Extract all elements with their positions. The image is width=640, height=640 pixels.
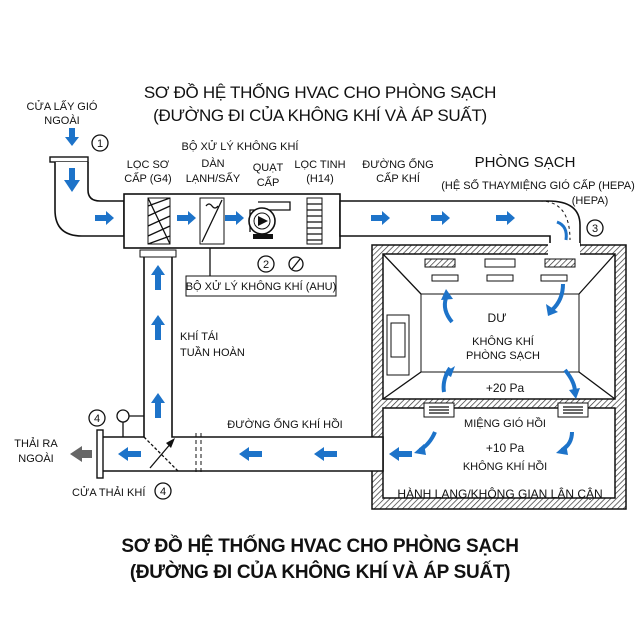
cleanroom-pressure: +20 Pa — [486, 381, 525, 395]
title-line1: SƠ ĐỒ HỆ THỐNG HVAC CHO PHÒNG SẠCH — [144, 82, 496, 102]
hepa-label-2: (H14) — [306, 173, 334, 185]
hepa-filter-icon — [306, 197, 323, 245]
marker-4b: 4 — [160, 486, 166, 498]
cleanroom-air-2: PHÒNG SẠCH — [466, 349, 540, 362]
return-grille-label: MIỆNG GIÓ HỒI — [464, 417, 546, 430]
corridor-pressure: +10 Pa — [486, 441, 525, 455]
cleanroom-subtitle-2: (HEPA) — [572, 195, 608, 207]
return-air-label: KHÔNG KHÍ HỒI — [463, 460, 547, 473]
arrow-icon — [64, 168, 80, 192]
fan-label-1: QUẠT — [253, 162, 284, 174]
title-line2: (ĐƯỜNG ĐI CỦA KHÔNG KHÍ VÀ ÁP SUẤT) — [153, 106, 487, 125]
hepa-label-1: LỌC TINH — [294, 159, 345, 171]
fan-label-2: CẤP — [257, 176, 280, 189]
marker-3: 3 — [592, 223, 598, 235]
ahu-label-box — [185, 275, 337, 297]
supply-duct-label-2: CẤP KHÍ — [376, 172, 421, 185]
bottom-title-line1: SƠ ĐỒ HỆ THỐNG HVAC CHO PHÒNG SẠCH — [121, 535, 518, 557]
exhaust-arrow-icon — [70, 446, 92, 462]
return-arrows — [118, 447, 412, 461]
return-duct-label: ĐƯỜNG ỐNG KHÍ HỒI — [227, 417, 342, 431]
return-grilles — [423, 402, 589, 418]
pressure-gauge-icon — [116, 409, 130, 423]
marker-circle-4b — [154, 482, 172, 500]
marker-circle-4 — [88, 409, 106, 427]
supply-fan-icon — [248, 201, 291, 239]
cleanroom-title: PHÒNG SẠCH — [475, 154, 576, 171]
marker-circle-3 — [586, 219, 604, 237]
marker-4: 4 — [94, 413, 100, 425]
supply-duct — [339, 200, 581, 249]
cleanroom-subtitle: (HỆ SỐ THAYMIỆNG GIÓ CẤP (HEPA) — [441, 178, 635, 192]
intake-duct — [54, 162, 125, 237]
exhaust-damper-label: CỬA THẢI KHÍ — [72, 486, 146, 499]
intake-arrow-icon — [65, 128, 79, 146]
ahu-label: BỘ XỬ LÝ KHÔNG KHÍ (AHU) — [186, 280, 337, 293]
marker-circle-2 — [257, 255, 275, 273]
coil-label-1: DÀN — [201, 157, 224, 170]
cleanroom-air-1: KHÔNG KHÍ — [472, 335, 535, 348]
marker-2: 2 — [263, 259, 269, 271]
coil-label-2: LẠNH/SẤY — [186, 172, 241, 185]
arrow-icon — [556, 220, 568, 241]
recirc-arrows — [151, 265, 165, 418]
prefilter-label-2: CẤP (G4) — [124, 172, 171, 185]
intake-label-1: CỬA LẤY GIÓ — [27, 100, 98, 113]
supply-grilles — [424, 258, 576, 282]
exhaust-label-2: NGOÀI — [18, 452, 53, 465]
prefilter-label-1: LỌC SƠ — [127, 159, 170, 171]
marker-1: 1 — [97, 138, 103, 150]
ahu-heading: BỘ XỬ LÝ KHÔNG KHÍ — [182, 140, 300, 153]
intake-flange — [49, 156, 89, 163]
marker-circle-1 — [91, 134, 109, 152]
bottom-title-line2: (ĐƯỜNG ĐI CỦA KHÔNG KHÍ VÀ ÁP SUẤT) — [130, 561, 510, 583]
excess-label: DƯ — [488, 311, 507, 325]
supply-duct-label-1: ĐƯỜNG ỐNG — [362, 157, 433, 171]
pressure-gauge-icon — [288, 256, 304, 272]
intake-label-2: NGOÀI — [44, 114, 79, 127]
recirc-flange — [139, 249, 177, 258]
recirc-label-1: KHÍ TÁI — [180, 330, 218, 343]
damper-icon — [149, 438, 175, 469]
return-duct — [99, 255, 384, 472]
exhaust-flange — [96, 429, 104, 479]
exhaust-label-1: THẢI RA — [14, 437, 58, 450]
recirc-label-2: TUẦN HOÀN — [180, 346, 245, 359]
corridor-name: HÀNH LANG/KHÔNG GIAN LÂN CẬN — [397, 486, 602, 501]
